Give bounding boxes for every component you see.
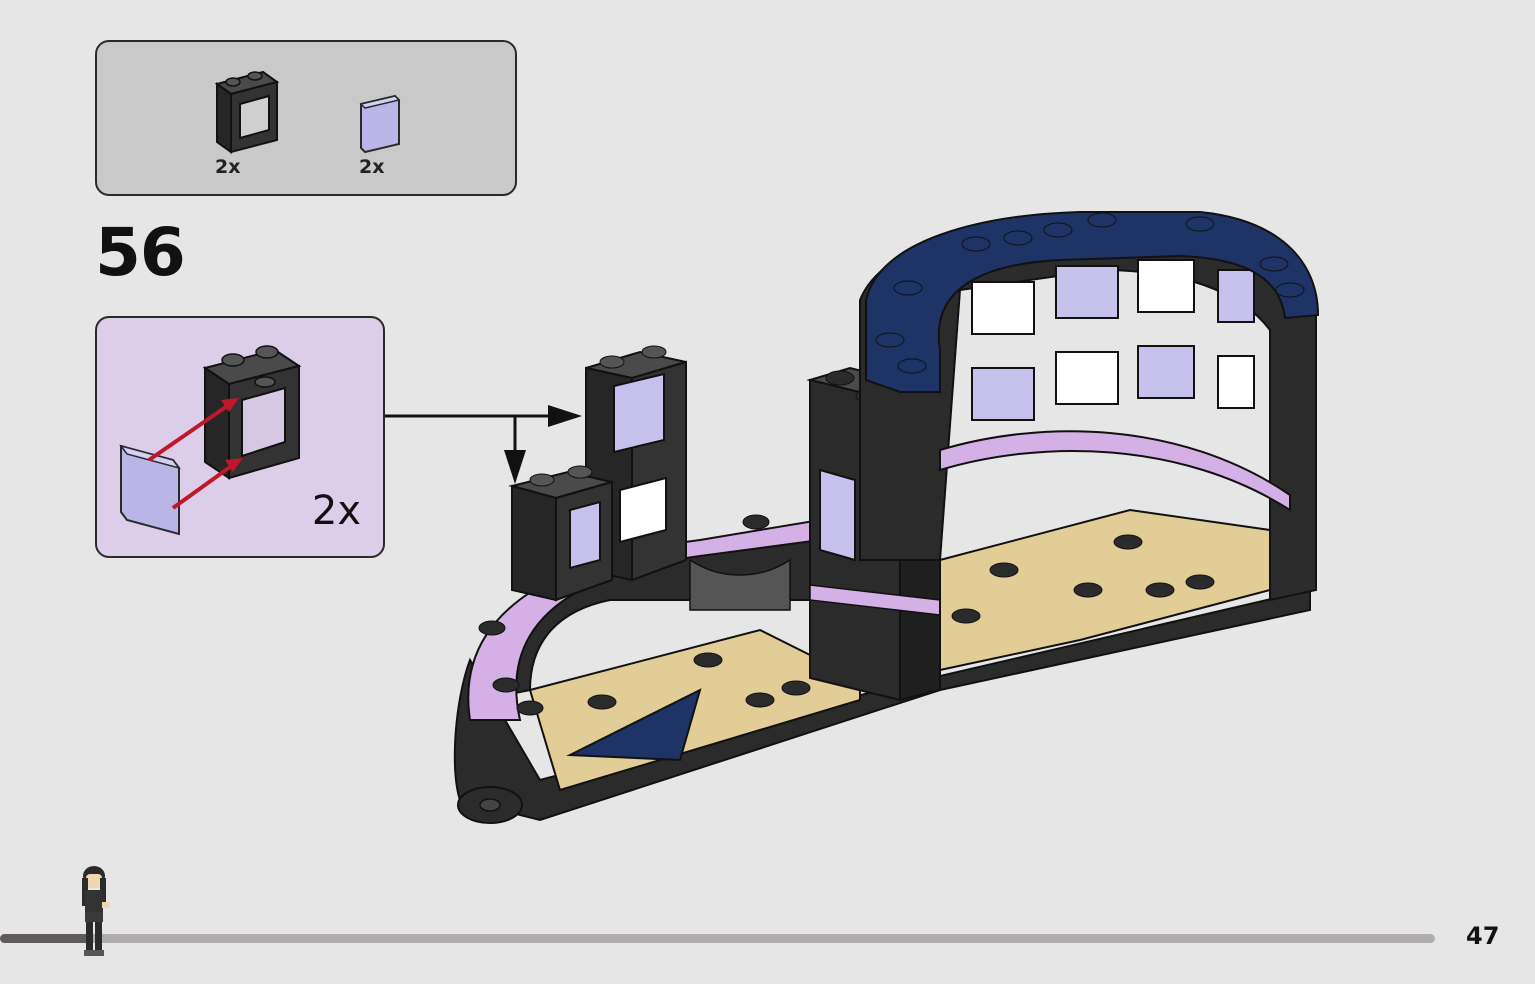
new-frame-bricks xyxy=(508,345,687,602)
part-qty-frame: 2x xyxy=(215,156,241,178)
left-floor xyxy=(528,628,861,792)
frame-brick-part-icon xyxy=(214,70,280,154)
minifigure-icon xyxy=(82,866,110,956)
subassembly-qty: 2x xyxy=(311,488,361,534)
page-number: 47 xyxy=(1466,922,1500,950)
callout-arrows xyxy=(385,405,582,484)
parts-list-box: 2x 2x xyxy=(95,40,517,196)
progress-fill xyxy=(0,934,87,943)
base-plate xyxy=(453,588,1311,824)
subassembly-box: 2x xyxy=(95,316,385,558)
subassembly-illustration xyxy=(119,345,302,536)
progress-bar xyxy=(0,934,1435,943)
glass-panel-part-icon xyxy=(359,94,401,154)
part-qty-glass: 2x xyxy=(359,156,385,178)
right-curved-wall xyxy=(859,211,1320,602)
step-number: 56 xyxy=(95,214,186,291)
